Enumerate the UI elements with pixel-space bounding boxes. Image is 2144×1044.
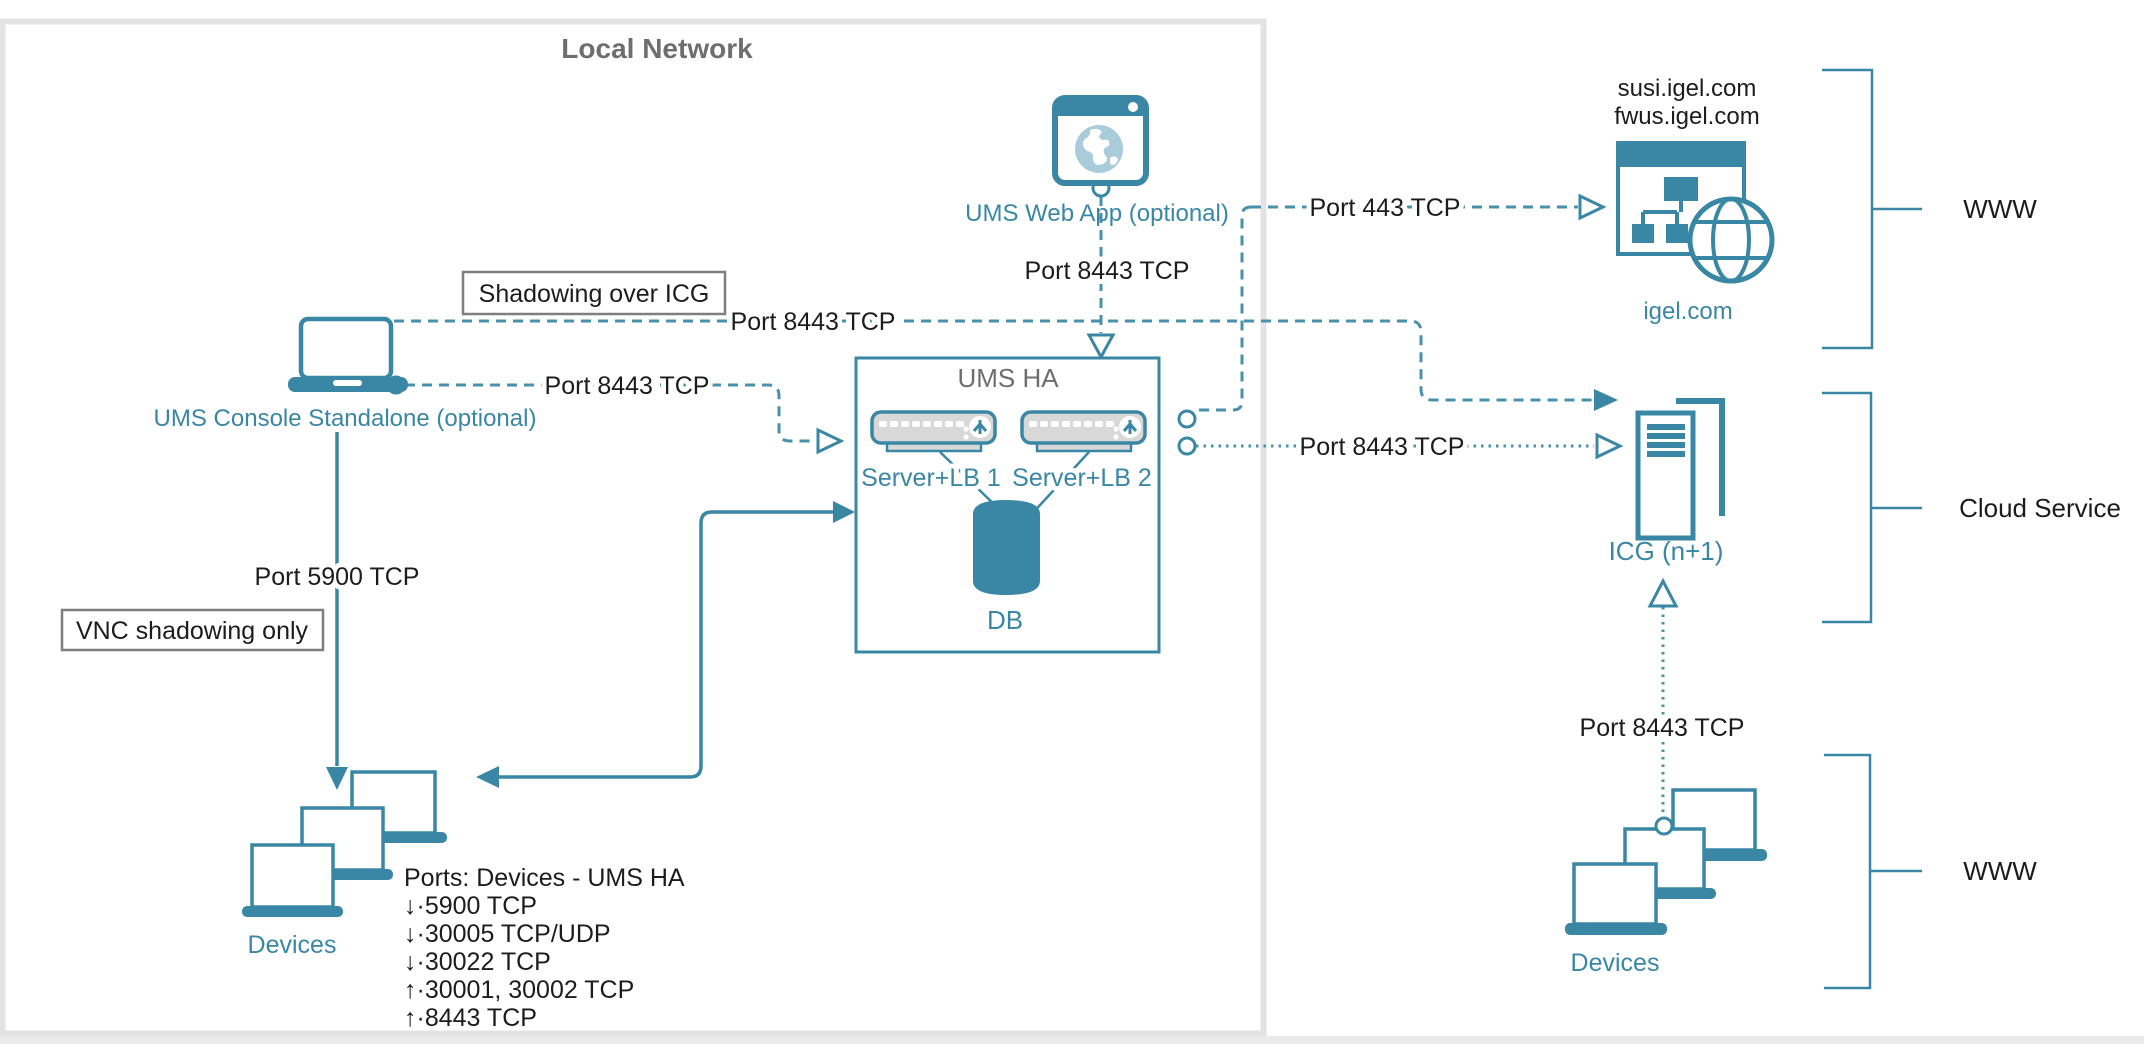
vnc-callout-label: VNC shadowing only [76,617,309,645]
port-label-5900: Port 5900 TCP [255,563,420,591]
bracket-www-bottom [1824,753,1922,990]
server-lb2-icon [1020,410,1147,453]
arrow-open-right-umsha-icon [816,427,845,455]
ums-webapp-node: UMS Web App (optional) [965,95,1229,227]
ports-list-line: ↓·30022 TCP [404,948,551,976]
igel-host2: fwus.igel.com [1614,103,1759,130]
arrow-solid-right-umsha-icon [833,501,855,523]
arrow-solid-left-devices-icon [476,766,499,788]
browser-titlebar-icon [1055,98,1146,116]
arrow-open-down-umsha-icon [1086,333,1116,361]
umsha-upper-circle-icon [1177,409,1197,429]
ports-list-line: ↑·8443 TCP [404,1004,537,1032]
igel-host1: susi.igel.com [1618,75,1757,102]
globe-light-icon [1075,125,1123,173]
db-label: DB [987,605,1023,635]
group-brackets [1822,68,1922,990]
arrow-open-right-igel-icon [1578,193,1607,221]
devices-left-node: Devices [242,770,447,959]
laptop-front-icon [242,843,343,917]
ports-list-line: ↑·30001, 30002 TCP [404,976,634,1004]
www-bottom-label: WWW [1963,856,2037,886]
edge-devices-umsha [498,510,833,779]
igel-com-node: susi.igel.com fwus.igel.com igel.com [1614,75,1775,325]
edge-console-icg [394,319,1592,402]
umsha-lower-circle-icon [1177,436,1197,456]
ums-console-node: UMS Console Standalone (optional) [154,316,537,432]
vnc-callout: VNC shadowing only [60,608,325,652]
bottom-strip [0,1036,2144,1044]
server-db-links [939,451,1090,518]
port-label-webapp: Port 8443 TCP [1025,257,1190,285]
ums-webapp-label: UMS Web App (optional) [965,200,1229,227]
arrow-open-right-icg-icon [1595,432,1624,460]
devices-right-label: Devices [1571,949,1660,977]
local-network-title: Local Network [561,33,753,64]
port-label-devices-icg: Port 8443 TCP [1580,714,1745,742]
server-lb2-label: Server+LB 2 [1012,464,1152,492]
arrow-solid-right-icon [1594,389,1618,411]
icg-back-sheet-icon [1676,398,1725,516]
arrow-solid-down-devices-icon [326,767,348,790]
laptop-notch-icon [333,380,362,386]
ports-list: Ports: Devices - UMS HA ↓·5900 TCP ↓·300… [404,864,685,1032]
igel-com-label: igel.com [1643,298,1732,325]
server-lb1-icon [870,410,997,453]
devices-left-label: Devices [248,931,337,959]
arrowheads [326,193,1679,790]
icg-tower-icon [1635,410,1696,541]
shadowing-callout: Shadowing over ICG [461,270,727,316]
ports-list-line: ↓·30005 TCP/UDP [404,920,611,948]
devices-right-circle-icon [1654,816,1674,836]
bracket-cloud-service [1822,391,1922,624]
globe-icon [1687,196,1775,284]
ports-list-line: ↓·5900 TCP [404,892,537,920]
shadowing-callout-label: Shadowing over ICG [479,280,710,308]
edge-console-umsha [405,383,815,443]
ums-console-label: UMS Console Standalone (optional) [154,405,537,432]
devices-right-node: Devices [1565,788,1767,977]
laptop-front-icon [1565,862,1667,935]
solid-connectors [335,432,833,779]
port-label-console-top: Port 8443 TCP [731,308,896,336]
ums-ha-group: UMS HA [854,356,1161,654]
browser-dot-icon [1128,102,1138,112]
icg-tower-bars-icon [1647,424,1685,457]
icg-label: ICG (n+1) [1609,536,1724,566]
port-label-443: Port 443 TCP [1309,194,1460,222]
arrow-open-up-icg-icon [1647,577,1679,608]
ports-list-title: Ports: Devices - UMS HA [404,864,685,892]
bracket-www-top [1822,68,1922,350]
db-cylinder-icon [973,500,1040,595]
port-label-console-mid: Port 8443 TCP [545,372,710,400]
icg-node: ICG (n+1) [1609,398,1725,566]
server-lb1-label: Server+LB 1 [861,464,1001,492]
port-label-umsha-icg: Port 8443 TCP [1300,433,1465,461]
website-icon [1616,141,1775,284]
ums-ha-title: UMS HA [957,363,1059,393]
laptop-icon [298,316,394,381]
www-top-label: WWW [1963,194,2037,224]
cloud-service-label: Cloud Service [1959,493,2121,523]
edge-443-channel [1198,205,1252,412]
connectors [394,196,1665,817]
